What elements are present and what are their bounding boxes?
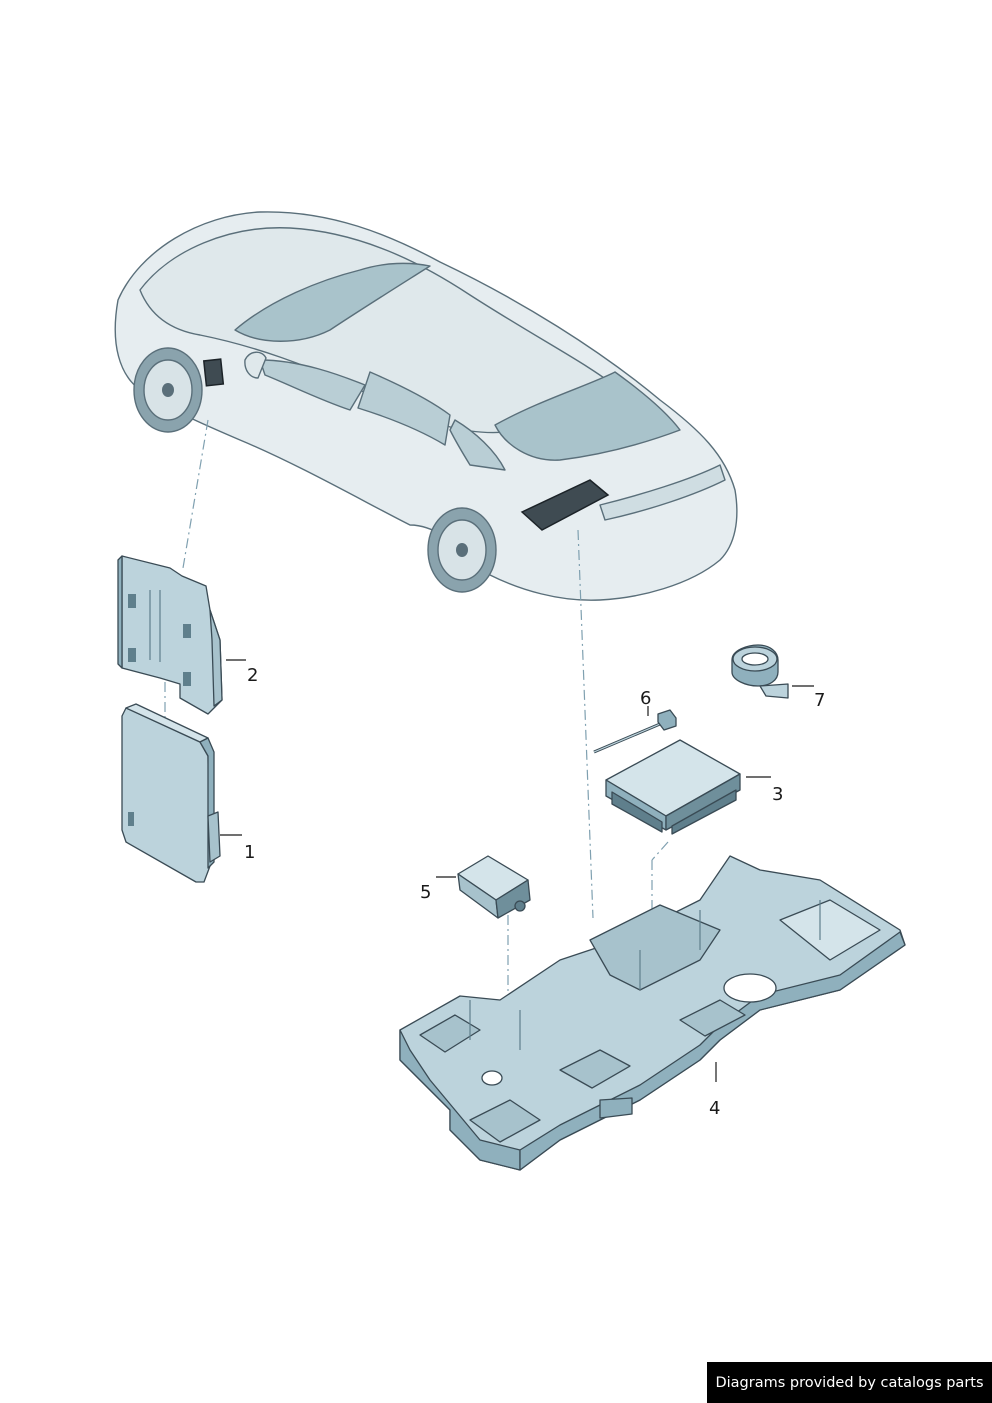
part-2-bracket bbox=[117, 555, 223, 715]
front-location-marker bbox=[202, 358, 225, 387]
credit-banner: Diagrams provided by catalogs parts bbox=[707, 1362, 992, 1403]
part-3-module bbox=[605, 739, 741, 835]
callout-1: 1 bbox=[244, 842, 255, 863]
front-wheel bbox=[133, 347, 203, 433]
callout-3: 3 bbox=[772, 784, 783, 805]
callout-4: 4 bbox=[709, 1098, 720, 1119]
vehicle-illustration bbox=[114, 211, 738, 601]
part-7-tape-roll bbox=[731, 644, 789, 699]
trunk-location-marker bbox=[520, 479, 610, 531]
callout-6: 6 bbox=[640, 688, 651, 709]
callout-7: 7 bbox=[814, 690, 825, 711]
part-1-control-unit bbox=[121, 703, 221, 883]
part-4-tray bbox=[399, 855, 906, 1171]
callout-5: 5 bbox=[420, 882, 431, 903]
leader-lines bbox=[220, 659, 814, 1082]
part-5-sensor bbox=[457, 855, 531, 919]
credit-text: Diagrams provided by catalogs parts bbox=[715, 1374, 984, 1391]
rear-wheel bbox=[427, 507, 497, 593]
part-6-cable-tie bbox=[593, 709, 677, 754]
callout-2: 2 bbox=[247, 665, 258, 686]
